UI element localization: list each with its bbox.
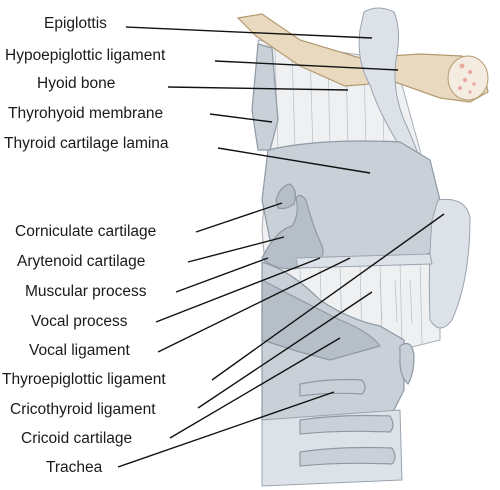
tracheal-ring-2 xyxy=(299,414,394,435)
hyoid-bone-end xyxy=(447,55,489,101)
leader-hyoid-bone xyxy=(167,86,349,91)
corniculate-cartilage-shape xyxy=(275,183,296,210)
label-hyoid-bone: Hyoid bone xyxy=(37,75,115,92)
leader-lines xyxy=(117,26,445,468)
label-cricothyroid-ligament: Cricothyroid ligament xyxy=(10,401,156,418)
leader-cricoid-cartilage xyxy=(169,337,341,439)
label-thyrohyoid-membrane: Thyrohyoid membrane xyxy=(8,105,163,122)
label-trachea: Trachea xyxy=(46,459,103,476)
label-vocal-ligament: Vocal ligament xyxy=(29,342,131,359)
thyroid-superior-horn xyxy=(251,43,279,151)
label-vocal-process: Vocal process xyxy=(31,313,128,330)
cricothyroid-fibers xyxy=(379,279,413,325)
leader-muscular-process xyxy=(175,257,269,293)
label-corniculate-cartilage: Corniculate cartilage xyxy=(15,223,156,240)
labels: Epiglottis Hypoepiglottic ligament Hyoid… xyxy=(2,15,169,476)
tracheal-ring-3 xyxy=(299,446,396,467)
label-arytenoid-cartilage: Arytenoid cartilage xyxy=(17,253,145,270)
label-cricoid-cartilage: Cricoid cartilage xyxy=(21,430,132,447)
leader-thyrohyoid-membrane xyxy=(209,113,273,123)
label-epiglottis: Epiglottis xyxy=(44,15,107,32)
leader-trachea xyxy=(117,391,335,468)
label-hypoepiglottic-ligament: Hypoepiglottic ligament xyxy=(5,47,166,64)
leader-corniculate-cartilage xyxy=(195,202,283,233)
tracheal-ring-side xyxy=(399,343,415,385)
leader-hypoepiglottic-ligament xyxy=(214,60,399,71)
leader-thyroepiglottic-ligament xyxy=(211,213,445,381)
label-thyroepiglottic-ligament: Thyroepiglottic ligament xyxy=(2,371,166,388)
leader-vocal-ligament xyxy=(157,257,351,353)
leader-arytenoid-cartilage xyxy=(187,236,285,263)
leader-cricothyroid-ligament xyxy=(197,291,373,409)
leader-vocal-process xyxy=(155,257,321,323)
thyroepiglottic-ligament-shape xyxy=(428,198,471,329)
tracheal-ring-1 xyxy=(299,378,366,397)
hyoid-marrow xyxy=(458,63,476,94)
cricoid-lamina-shape xyxy=(261,279,381,361)
leader-epiglottis xyxy=(125,26,373,39)
label-thyroid-cartilage-lamina: Thyroid cartilage lamina xyxy=(4,135,169,152)
leader-thyroid-cartilage-lamina xyxy=(217,147,371,174)
label-muscular-process: Muscular process xyxy=(25,283,147,300)
